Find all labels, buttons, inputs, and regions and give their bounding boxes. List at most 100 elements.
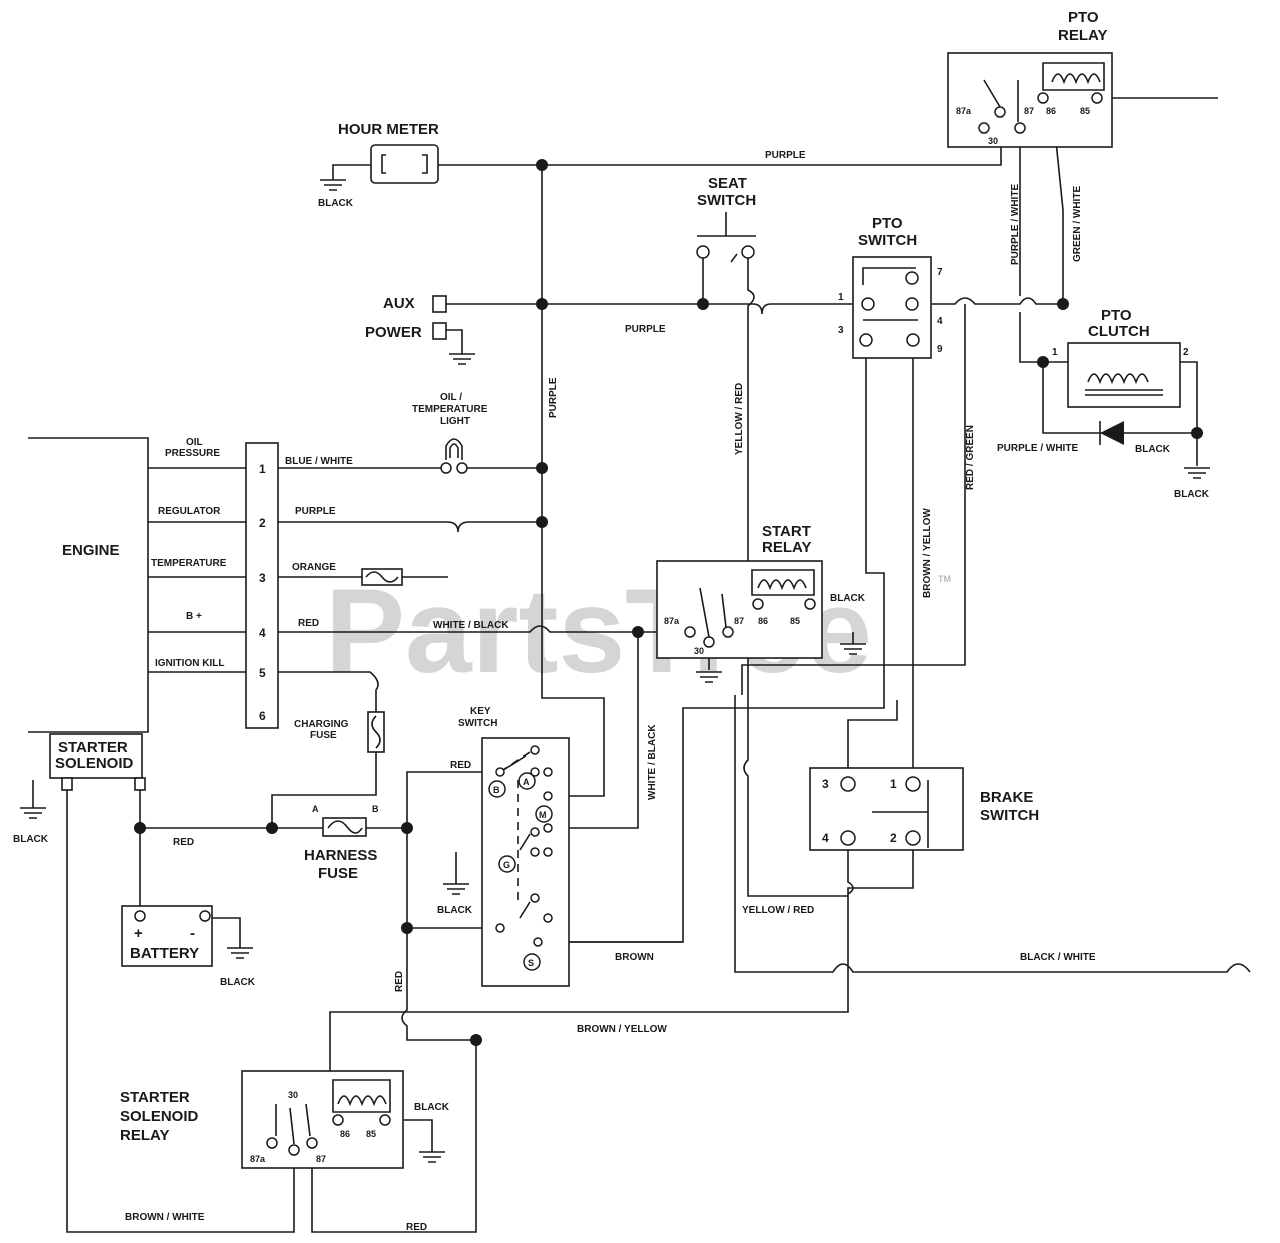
starter-solenoid: STARTER SOLENOID — [49, 733, 146, 791]
charging-fuse-label-1: CHARGING — [294, 719, 349, 730]
wire-label-blue-white: BLUE / WHITE — [285, 456, 353, 467]
engine-terminal-regulator: REGULATOR — [158, 506, 221, 517]
wire-label-black-hour: BLACK — [318, 198, 354, 209]
wire-label-brown: BROWN — [615, 952, 654, 963]
wire-label-black-key: BLACK — [437, 905, 473, 916]
harness-fuse-terminal-b: B — [372, 804, 379, 814]
wire-label-brown-yellow-vertical: BROWN / YELLOW — [922, 508, 933, 598]
start-relay-label-1: START — [762, 523, 811, 540]
harness-fuse-label-2: FUSE — [318, 865, 358, 882]
wire-label-purple-top: PURPLE — [765, 150, 806, 161]
start-relay-pin-30: 30 — [694, 646, 704, 656]
start-relay-pin-86: 86 — [758, 616, 768, 626]
orange-inline-fuse — [361, 568, 403, 586]
solenoid-relay-pin-86: 86 — [340, 1129, 350, 1139]
pto-switch: PTO SWITCH 1 3 7 4 9 — [838, 215, 943, 359]
pto-relay-pin-87a: 87a — [956, 106, 972, 116]
pto-switch-pin-3: 3 — [838, 325, 844, 336]
battery-plus: + — [134, 925, 143, 942]
engine-terminal-oil: OIL — [186, 437, 203, 448]
pto-switch-pin-9: 9 — [937, 344, 943, 355]
start-relay-pin-87: 87 — [734, 616, 744, 626]
seat-switch-label-1: SEAT — [708, 175, 747, 192]
oil-temperature-light: OIL / TEMPERATURE LIGHT — [412, 392, 488, 474]
wire-label-yellow-red-brake: YELLOW / RED — [742, 905, 814, 916]
solenoid-relay-label-1: STARTER — [120, 1089, 190, 1106]
harness-fuse-label-1: HARNESS — [304, 847, 377, 864]
solenoid-relay-pin-85: 85 — [366, 1129, 376, 1139]
engine-terminal-pressure: PRESSURE — [165, 448, 220, 459]
watermark-trademark: TM — [938, 574, 951, 584]
brake-switch-pin-4: 4 — [822, 831, 829, 845]
pto-switch-pin-4: 4 — [937, 316, 943, 327]
pto-switch-pin-7: 7 — [937, 267, 943, 278]
wire-label-black-clutch: BLACK — [1135, 444, 1171, 455]
start-relay-pin-87a: 87a — [664, 616, 680, 626]
junction-dots — [134, 159, 1203, 1046]
hour-meter: HOUR METER — [338, 121, 439, 184]
key-position-s: S — [528, 958, 534, 968]
pto-switch-label-2: SWITCH — [858, 232, 917, 249]
wire-label-green-white-vertical: GREEN / WHITE — [1072, 186, 1083, 262]
pto-relay-label-1: PTO — [1068, 9, 1099, 26]
engine-terminal-temperature: TEMPERATURE — [151, 558, 227, 569]
key-position-m: M — [539, 810, 547, 820]
charging-fuse: CHARGING FUSE — [294, 711, 385, 753]
connector-pin-5: 5 — [259, 666, 266, 680]
wire-label-black-solenoid: BLACK — [13, 834, 49, 845]
brake-switch-label-1: BRAKE — [980, 789, 1033, 806]
pto-relay-pin-87: 87 — [1024, 106, 1034, 116]
ground-symbols — [20, 179, 1210, 1163]
start-relay: START RELAY 87a 30 87 86 85 — [656, 523, 823, 659]
charging-fuse-label-2: FUSE — [310, 730, 337, 741]
start-relay-label-2: RELAY — [762, 539, 811, 556]
solenoid-relay-pin-87a: 87a — [250, 1154, 266, 1164]
pto-relay-pin-85: 85 — [1080, 106, 1090, 116]
pto-clutch-label-2: CLUTCH — [1088, 323, 1150, 340]
connector-pin-1: 1 — [259, 462, 266, 476]
wire-labels: PURPLE BLACK PURPLE PURPLE YELLOW / RED … — [13, 150, 1210, 1233]
diode-icon — [1100, 421, 1124, 445]
connector-pin-4: 4 — [259, 626, 266, 640]
wire-label-black-start-relay: BLACK — [830, 593, 866, 604]
pto-clutch-label-1: PTO — [1101, 307, 1132, 324]
wire-label-yellow-red-vertical: YELLOW / RED — [734, 383, 745, 455]
key-switch: KEY SWITCH B A M G S — [458, 706, 570, 987]
solenoid-relay-pin-30: 30 — [288, 1090, 298, 1100]
engine-label: ENGINE — [62, 542, 120, 559]
wire-label-orange: ORANGE — [292, 562, 336, 573]
connector-pin-2: 2 — [259, 516, 266, 530]
wire-label-red-green-vertical: RED / GREEN — [965, 425, 976, 490]
key-position-a: A — [523, 777, 530, 787]
starter-solenoid-label-1: STARTER — [58, 739, 128, 756]
pto-relay-pin-86: 86 — [1046, 106, 1056, 116]
engine-terminal-ignition-kill: IGNITION KILL — [155, 658, 224, 669]
key-position-b: B — [493, 785, 500, 795]
pto-clutch-pin-1: 1 — [1052, 347, 1058, 358]
pto-relay-pin-30: 30 — [988, 136, 998, 146]
starter-solenoid-relay: 87a 30 87 86 85 STARTER SOLENOID RELAY — [120, 1070, 433, 1169]
brake-switch: 3 1 4 2 BRAKE SWITCH — [809, 767, 1039, 851]
connector-pin-6: 6 — [259, 709, 266, 723]
wire-label-red-pin4: RED — [298, 618, 319, 629]
wire-label-black-solenoid-relay: BLACK — [414, 1102, 450, 1113]
brake-switch-pin-2: 2 — [890, 831, 897, 845]
brake-switch-pin-3: 3 — [822, 777, 829, 791]
aux-power-terminals: AUX POWER — [365, 295, 447, 341]
wire-label-purple-white-vertical: PURPLE / WHITE — [1010, 184, 1021, 265]
brake-switch-label-2: SWITCH — [980, 807, 1039, 824]
wire-label-red-vertical: RED — [394, 971, 405, 992]
engine-terminal-b-plus: B + — [186, 611, 202, 622]
battery-label: BATTERY — [130, 945, 199, 962]
key-position-g: G — [503, 860, 510, 870]
wire-label-purple-pin2: PURPLE — [295, 506, 336, 517]
pto-switch-pin-1: 1 — [838, 292, 844, 303]
seat-switch: SEAT SWITCH — [696, 175, 756, 263]
oil-light-label-1: OIL / — [440, 392, 462, 403]
key-switch-label-2: SWITCH — [458, 718, 497, 729]
wire-label-black-battery: BLACK — [220, 977, 256, 988]
start-relay-pin-85: 85 — [790, 616, 800, 626]
key-switch-label-1: KEY — [470, 706, 491, 717]
wire-label-red-battery: RED — [173, 837, 194, 848]
seat-switch-label-2: SWITCH — [697, 192, 756, 209]
